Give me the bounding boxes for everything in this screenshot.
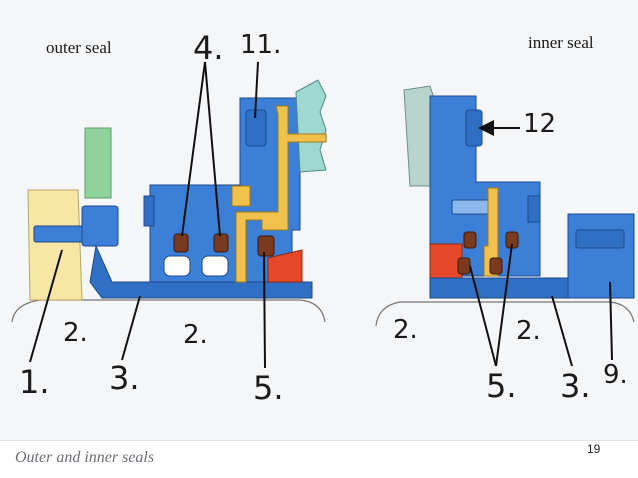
outer-teal-block [295, 79, 327, 173]
leader-3-left [121, 295, 141, 361]
label-2-outer-left: 2. [63, 318, 88, 348]
label-4: 4. [193, 29, 224, 67]
leader-5-right-a [469, 265, 497, 367]
inner-gland-channel [483, 187, 499, 277]
label-5-inner: 5. [486, 367, 517, 405]
outer-seal-title: outer seal [46, 38, 112, 57]
leader-11 [254, 61, 259, 119]
label-2-inner-left: 2. [393, 315, 418, 345]
label-11: 11. [240, 30, 282, 60]
leader-9 [609, 281, 613, 361]
outer-seal-ring-left [173, 233, 189, 253]
figure-caption: Outer and inner seals [15, 449, 155, 466]
outer-seal-ring-right [213, 233, 229, 253]
inner-bolt-12 [465, 109, 483, 147]
inner-small-bolt-head [527, 195, 541, 223]
inner-seal-ring-low-right [489, 257, 503, 275]
seal-drawing [11, 61, 635, 369]
outer-green-block [84, 127, 112, 199]
label-5-outer: 5. [253, 369, 284, 407]
label-1: 1. [19, 363, 50, 401]
outer-sleeve [89, 244, 313, 299]
inner-seal-ring-low-left [457, 257, 471, 275]
leader-lines [29, 61, 613, 369]
leader-4-left [181, 61, 206, 237]
leader-3-right [551, 295, 573, 367]
outer-gland-top [231, 185, 251, 207]
seal-diagram: outer seal inner seal 4. 11. 12 1. 2. 3.… [0, 29, 638, 441]
label-2-outer-right: 2. [183, 320, 208, 350]
inner-red-insert [429, 243, 463, 283]
inner-seal-assembly [375, 85, 635, 327]
inner-collar-bolt [575, 229, 625, 249]
outer-red-insert [267, 249, 303, 283]
outer-seal-assembly [11, 79, 327, 323]
leader-1 [29, 249, 63, 363]
outer-pocket-left [163, 255, 191, 277]
label-2-inner-right: 2. [516, 316, 541, 346]
leader-5-left [263, 251, 266, 369]
label-3-inner: 3. [560, 367, 591, 405]
outer-bolt-head [81, 205, 119, 247]
leader-4-right [204, 61, 221, 237]
label-3-outer: 3. [109, 359, 140, 397]
outer-cover-plate [27, 189, 83, 301]
inner-seal-title: inner seal [528, 33, 594, 52]
outer-seal-5 [257, 235, 275, 257]
leader-5-right-b [495, 243, 513, 367]
outer-housing-boss [143, 195, 155, 227]
label-12: 12 [523, 109, 557, 139]
outer-shaft-outline [11, 299, 326, 323]
page-number: 19 [587, 442, 601, 456]
inner-seal-ring-left [463, 231, 477, 249]
outer-pocket-right [201, 255, 229, 277]
label-9: 9. [603, 360, 628, 390]
inner-collar [567, 213, 635, 299]
outer-gland-channel [235, 105, 327, 283]
